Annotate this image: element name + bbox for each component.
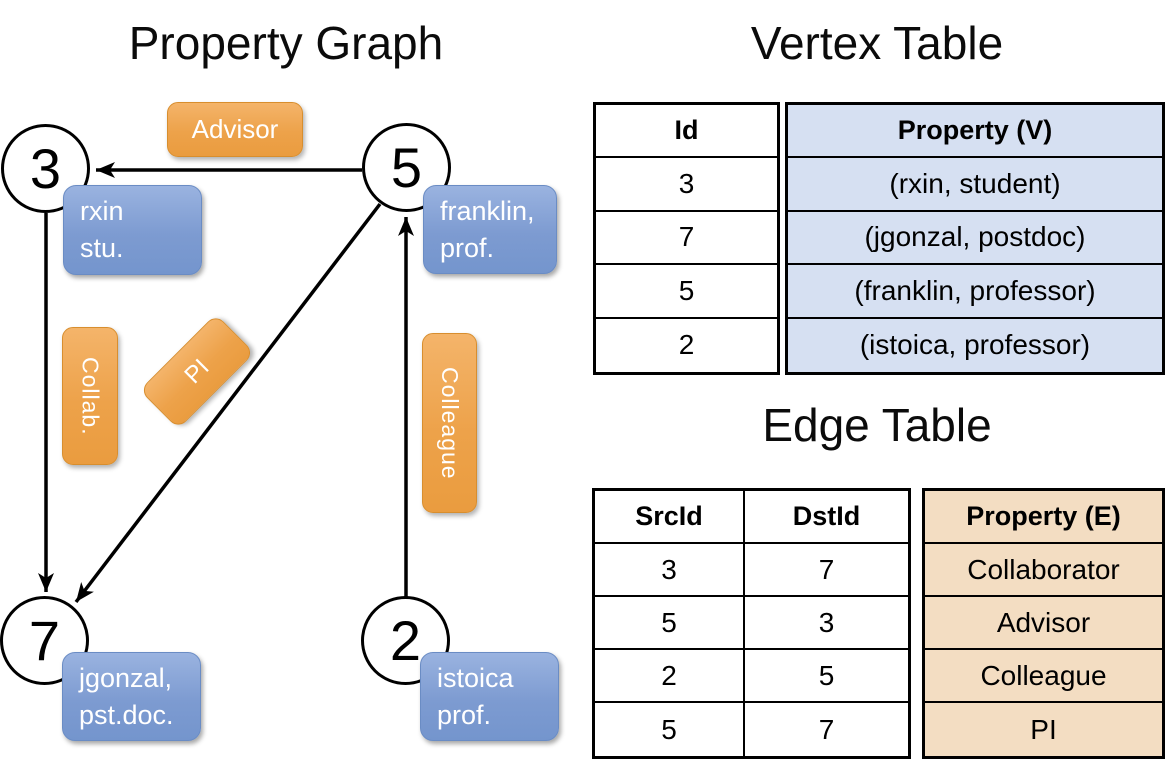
vertex-table-cell-id: 7 xyxy=(596,212,777,266)
vertex-property-box-5: franklin, prof. xyxy=(423,185,557,274)
edge-label-colleague: Colleague xyxy=(422,333,477,513)
vertex-table-cell-property: (franklin, professor) xyxy=(788,265,1162,319)
edge-table-header-property: Property (E) xyxy=(925,491,1162,544)
vertex-property-line: prof. xyxy=(437,700,492,730)
edge-table-title: Edge Table xyxy=(762,399,992,451)
vertex-property-box-7: jgonzal, pst.doc. xyxy=(62,652,201,741)
vertex-table-cell-property: (rxin, student) xyxy=(788,158,1162,212)
vertex-table-title: Vertex Table xyxy=(750,17,1004,69)
vertex-table-cell-property: (jgonzal, postdoc) xyxy=(788,212,1162,266)
node-circle-3: 3 xyxy=(1,124,90,213)
vertex-property-line: franklin, xyxy=(440,196,535,226)
vertex-table-id-column: Id 3 7 5 2 xyxy=(593,102,780,375)
vertex-table-cell-id: 2 xyxy=(678,329,695,361)
vertex-table-cell-property: (istoica, professor) xyxy=(859,329,1091,361)
edge-table-cell-src: 2 xyxy=(595,650,743,703)
edge-table-cell-src: 5 xyxy=(595,597,743,650)
node-id-2: 2 xyxy=(389,609,422,672)
edge-table-cell-dst: 7 xyxy=(743,544,908,597)
edge-table-cell-dst: 5 xyxy=(743,650,908,703)
vertex-property-line: prof. xyxy=(440,233,495,263)
vertex-table-cell-id: 5 xyxy=(596,265,777,319)
edge-table-property-column: Property (E) Collaborator Advisor Collea… xyxy=(922,488,1165,759)
node-id-7: 7 xyxy=(28,609,61,672)
edge-table-cell-dst: 7 xyxy=(743,703,908,756)
vertex-property-line: stu. xyxy=(80,233,124,263)
node-id-5: 5 xyxy=(390,136,423,199)
vertex-property-line: pst.doc. xyxy=(79,700,174,730)
vertex-table-header-id: Id xyxy=(596,105,777,159)
vertex-property-box-2: istoica prof. xyxy=(420,652,559,741)
edge-table-cell-property: Advisor xyxy=(925,597,1162,650)
edge-table-cell-property: Colleague xyxy=(925,650,1162,703)
property-graph-title: Property Graph xyxy=(128,17,444,69)
edge-label-text: PI xyxy=(179,353,215,389)
vertex-table-cell-id: 3 xyxy=(596,158,777,212)
edge-label-pi: PI xyxy=(139,313,255,430)
vertex-property-line: jgonzal, xyxy=(79,663,173,693)
edge-label-collab: Collab. xyxy=(62,327,118,465)
edge-table-cell-property: PI xyxy=(1030,713,1057,745)
vertex-property-line: istoica xyxy=(437,663,514,693)
vertex-property-box-3: rxin stu. xyxy=(63,185,202,275)
node-id-3: 3 xyxy=(29,137,62,200)
edge-label-advisor: Advisor xyxy=(167,102,303,157)
vertex-property-line: rxin xyxy=(80,196,124,226)
edge-label-text: Advisor xyxy=(191,114,279,144)
edge-label-text: Collab. xyxy=(77,356,104,436)
edge-table-cell-property: Collaborator xyxy=(925,544,1162,597)
edge-table-header-dst: DstId xyxy=(743,491,908,544)
edge-table-id-columns: SrcId DstId 3 7 5 3 2 5 5 7 xyxy=(592,488,911,759)
edge-table-cell-dst: 3 xyxy=(743,597,908,650)
edge-table-cell-src: 3 xyxy=(595,544,743,597)
edge-table-cell-src: 5 xyxy=(661,713,677,745)
vertex-table-property-column: Property (V) (rxin, student) (jgonzal, p… xyxy=(785,102,1165,375)
edge-table-header-src: SrcId xyxy=(595,491,743,544)
edge-label-text: Colleague xyxy=(437,366,463,480)
vertex-table-header-property: Property (V) xyxy=(788,105,1162,159)
